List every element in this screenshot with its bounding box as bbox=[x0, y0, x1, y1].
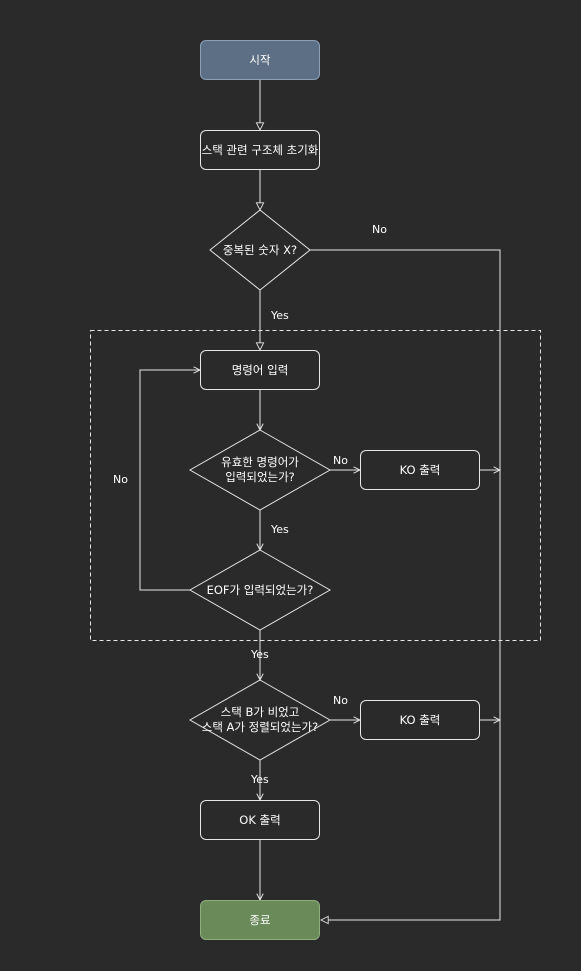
label-valid-no: No bbox=[333, 454, 348, 467]
label-eof-no: No bbox=[113, 473, 128, 486]
edge-eof-no-loop bbox=[139, 370, 200, 591]
node-end: 종료 bbox=[200, 900, 320, 940]
node-init: 스택 관련 구조체 초기화 bbox=[200, 130, 320, 170]
node-input-command: 명령어 입력 bbox=[200, 350, 320, 390]
decision-eof-text: EOF가 입력되었는가? bbox=[206, 582, 314, 597]
decision-sorted-text: 스택 B가 비었고 스택 A가 정렬되었는가? bbox=[201, 705, 319, 734]
label-dup-no: No bbox=[372, 223, 387, 236]
label-valid-yes: Yes bbox=[271, 523, 289, 536]
decision-duplicate-text: 중복된 숫자 X? bbox=[222, 242, 298, 257]
node-ko-output-1: KO 출력 bbox=[360, 450, 480, 490]
node-start: 시작 bbox=[200, 40, 320, 80]
label-sorted-no: No bbox=[333, 694, 348, 707]
edge-dup-no-end bbox=[310, 249, 501, 920]
loop-group-boundary bbox=[90, 330, 541, 641]
node-ok-output: OK 출력 bbox=[200, 800, 320, 840]
node-ko-output-2: KO 출력 bbox=[360, 700, 480, 740]
decision-valid-text: 유효한 명령어가 입력되었는가? bbox=[221, 455, 299, 484]
label-sorted-yes: Yes bbox=[251, 773, 269, 786]
label-dup-yes: Yes bbox=[271, 309, 289, 322]
label-eof-yes: Yes bbox=[251, 648, 269, 661]
